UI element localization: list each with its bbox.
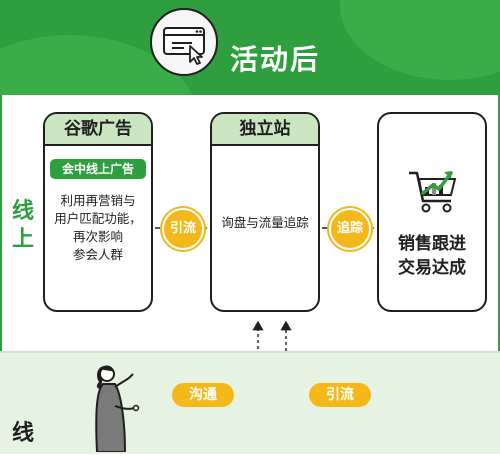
result-card	[377, 112, 487, 312]
google-ads-description: 利用再营销与 用户匹配功能， 再次影响 参会人群	[54, 193, 142, 262]
google-ads-card: 谷歌广告	[43, 112, 153, 312]
standalone-site-card-title: 独立站	[212, 114, 318, 146]
result-text: 销售跟进 交易达成	[398, 234, 466, 278]
shopping-cart-chart-icon	[405, 163, 461, 223]
offline-section-label: 线	[12, 421, 35, 446]
person-illustration	[85, 360, 145, 456]
header-title: 活动后	[230, 43, 321, 76]
google-ads-card-title: 谷歌广告	[45, 114, 151, 146]
online-section-label: 线上	[12, 199, 35, 252]
google-ads-pill: 会中线上广告	[50, 159, 146, 179]
communicate-badge: 沟通	[172, 383, 234, 407]
standalone-site-description: 询盘与流量追踪	[221, 215, 309, 230]
traffic-badge: 引流	[162, 208, 204, 250]
standalone-site-card: 独立站	[210, 112, 320, 312]
offline-section	[0, 351, 500, 454]
traffic-offline-badge: 引流	[309, 383, 371, 407]
track-badge: 追踪	[329, 208, 371, 250]
browser-window-cursor-icon	[150, 8, 218, 76]
